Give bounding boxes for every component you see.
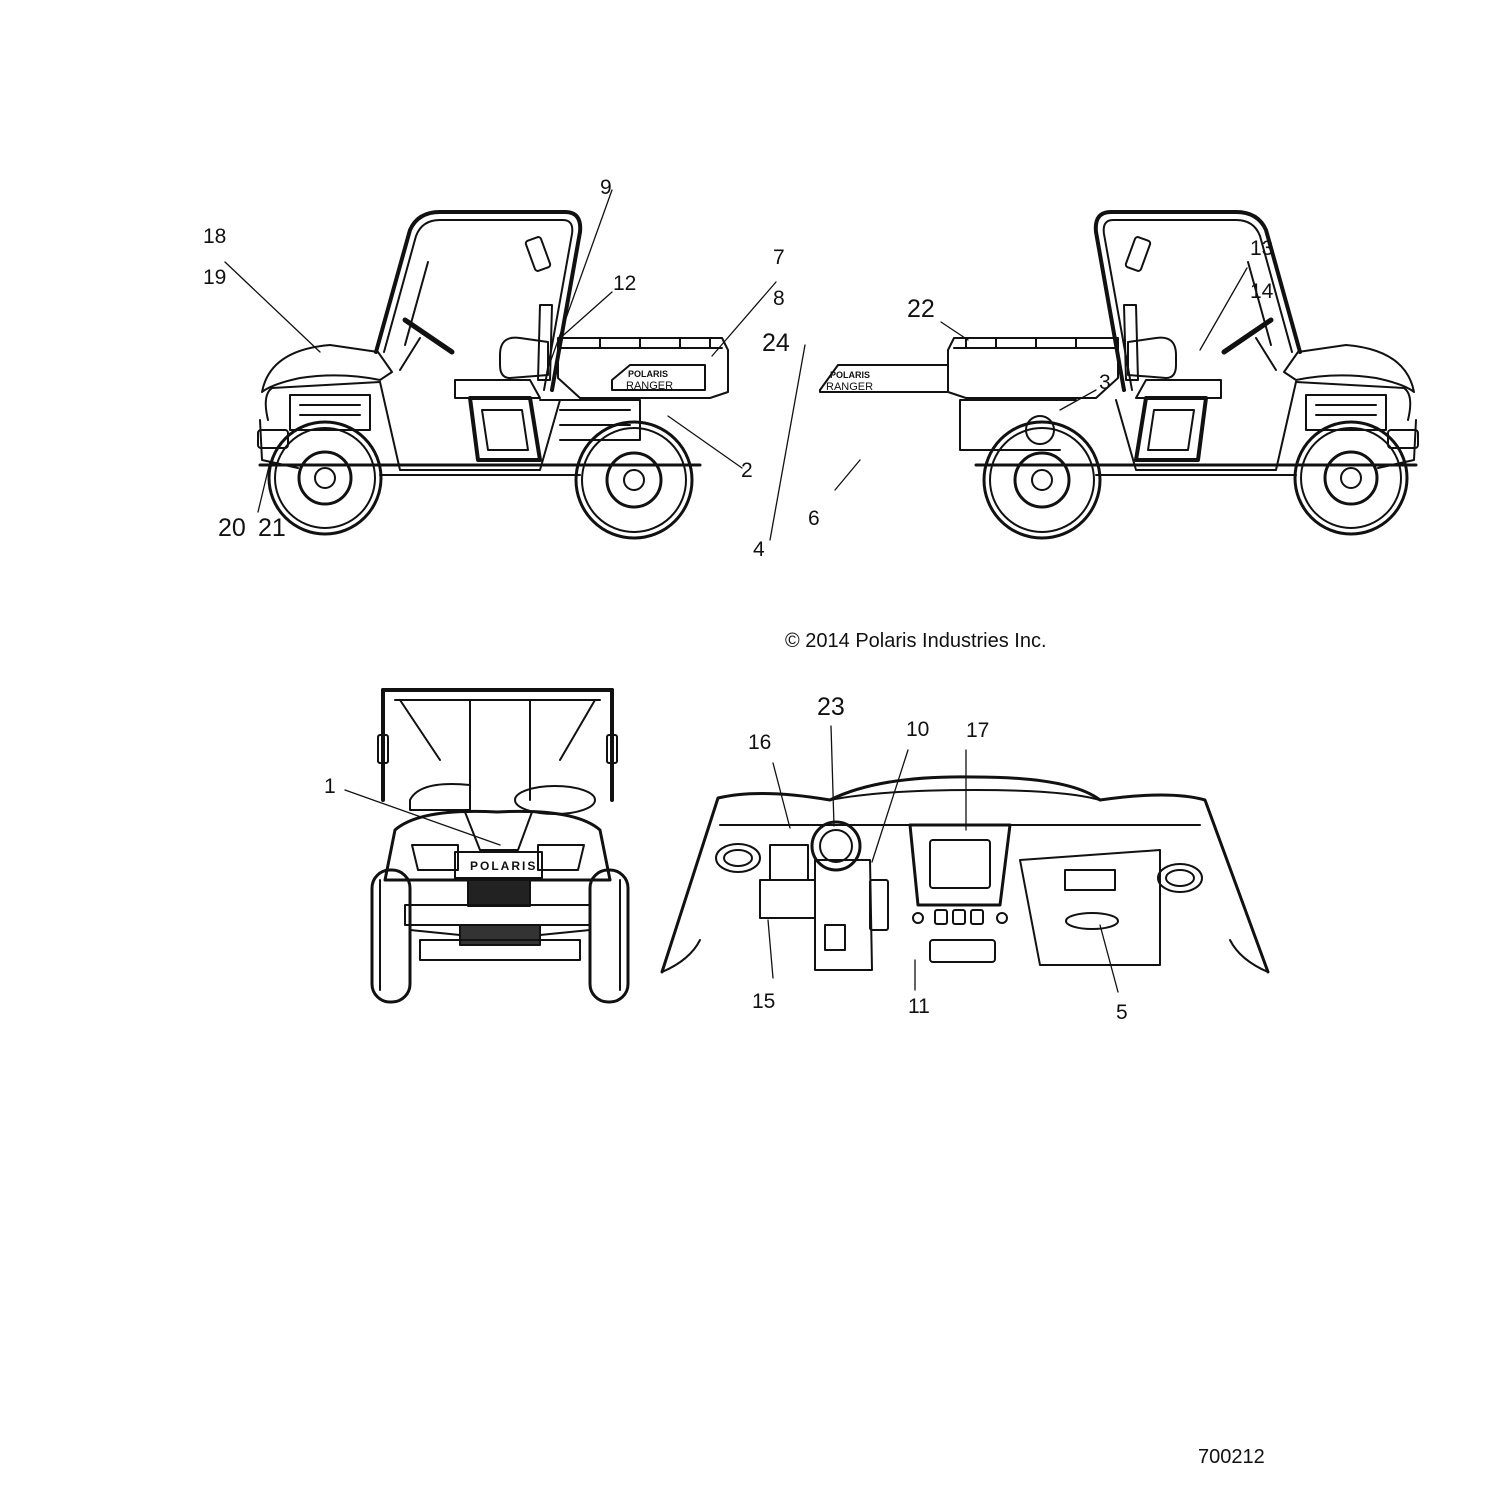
callout-10: 10: [906, 718, 930, 741]
right-emblem-model: RANGER: [826, 381, 873, 393]
callout-15: 15: [752, 990, 776, 1013]
callout-11: 11: [908, 995, 930, 1018]
callout-19: 19: [203, 266, 227, 289]
dash-view: [660, 775, 1270, 974]
callout-23: 23: [817, 693, 845, 721]
callout-12: 12: [613, 272, 637, 295]
left-emblem-model: RANGER: [626, 380, 673, 392]
callout-9: 9: [600, 176, 612, 199]
callout-7: 7: [773, 246, 785, 269]
callout-8: 8: [773, 287, 785, 310]
callout-2: 2: [741, 459, 753, 482]
front-grille-brand: POLARIS: [470, 859, 537, 873]
callout-24: 24: [762, 329, 790, 357]
callout-22: 22: [907, 295, 935, 323]
front-view: POLARIS: [370, 688, 630, 1004]
copyright-notice: © 2014 Polaris Industries Inc.: [785, 630, 1047, 652]
left-emblem-brand: POLARIS: [628, 369, 668, 379]
leader-lines: [224, 189, 1248, 993]
callout-14: 14: [1250, 280, 1274, 303]
callout-1: 1: [324, 775, 336, 798]
callout-5: 5: [1116, 1001, 1128, 1024]
figure-id: 700212: [1198, 1446, 1265, 1468]
callout-6: 6: [808, 507, 820, 530]
right-emblem: POLARIS RANGER: [819, 364, 949, 393]
callout-4: 4: [753, 538, 765, 561]
left-side-view: POLARIS RANGER: [257, 210, 729, 540]
right-emblem-brand: POLARIS: [830, 370, 870, 380]
callout-20: 20: [218, 514, 246, 542]
callout-16: 16: [748, 731, 772, 754]
callout-18: 18: [203, 225, 227, 248]
callout-21: 21: [258, 514, 286, 542]
callout-3: 3: [1099, 371, 1111, 394]
callout-17: 17: [966, 719, 990, 742]
right-side-view: [947, 210, 1419, 540]
callout-13: 13: [1250, 237, 1274, 260]
